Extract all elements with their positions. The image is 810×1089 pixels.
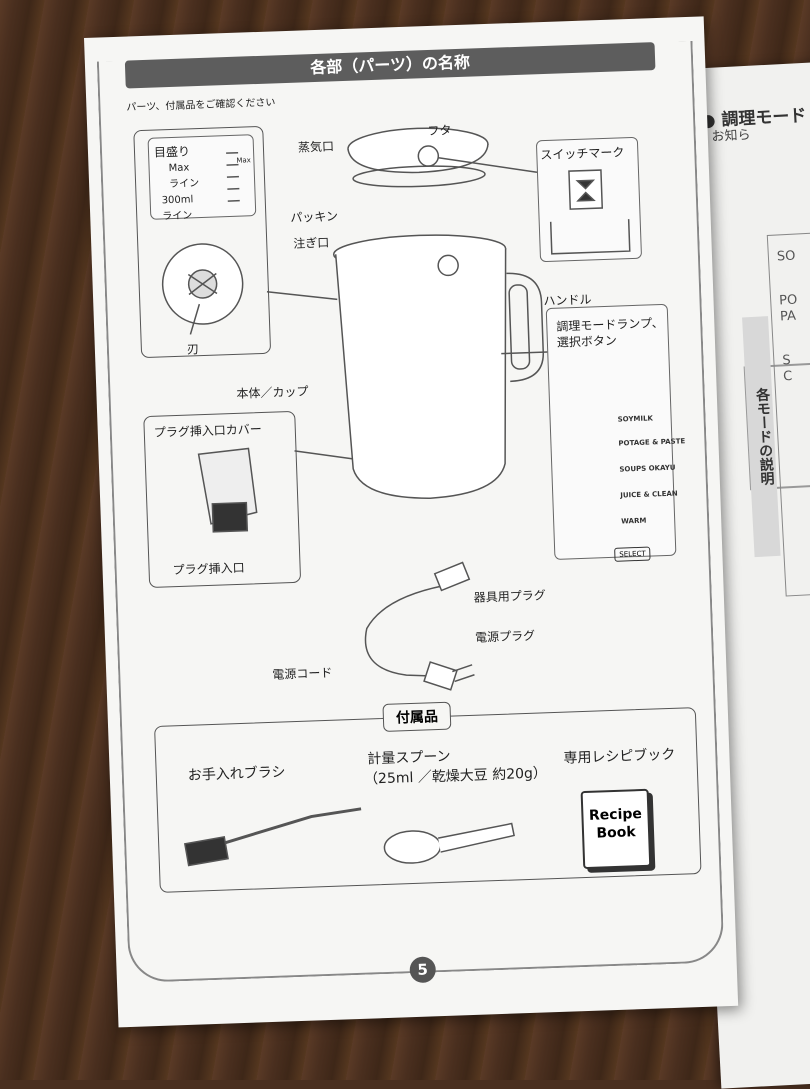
cup-body <box>336 248 515 501</box>
blade-label: 刃 <box>187 340 200 357</box>
accessories-title: 付属品 <box>382 702 451 732</box>
recipe-cover-line: Book <box>584 823 649 843</box>
mode-soymilk-label: SOYMILK <box>618 414 654 423</box>
power-plug-prong <box>452 665 472 672</box>
plug-box-leader <box>295 449 353 461</box>
right-page-notice: お知ら <box>711 124 751 145</box>
mode-panel-leader <box>501 352 547 354</box>
ml300-line-label: 300ml <box>162 194 194 206</box>
table-cell: PO <box>779 293 798 309</box>
handle-label: ハンドル <box>543 290 592 309</box>
max-tiny-label: Max <box>236 156 251 165</box>
max-line-label: ライン <box>169 174 200 190</box>
power-cord-label: 電源コード <box>272 664 333 683</box>
recipe-book-label: 専用レシピブック <box>563 744 676 768</box>
plug-inlet-socket <box>212 503 247 532</box>
recipe-book-illustration: Recipe Book <box>581 789 652 869</box>
spout-label: 注ぎ口 <box>293 234 330 252</box>
brush-label: お手入れブラシ <box>187 761 285 784</box>
handle-window <box>509 285 530 370</box>
table-cell: SO <box>777 249 796 265</box>
scale-label: 目盛り <box>154 142 191 160</box>
blade-box-leader <box>267 289 337 301</box>
power-plug-prong <box>454 675 474 682</box>
max-line-label: Max <box>168 162 189 174</box>
power-plug-shape <box>424 662 457 690</box>
appliance-plug-shape <box>435 563 470 591</box>
appliance-plug-label: 器具用プラグ <box>473 586 546 606</box>
table-cell: PA <box>780 309 797 325</box>
mode-lamp-label: 選択ボタン <box>557 332 618 351</box>
switch-mark-cup-outline <box>551 219 630 254</box>
switch-mark-label: スイッチマーク <box>540 143 625 163</box>
mode-warm-label: WARM <box>621 517 646 526</box>
ml300-line-label: ライン <box>162 206 193 222</box>
select-button: SELECT <box>614 547 651 562</box>
packing-label: パッキン <box>290 207 338 226</box>
power-plug-label: 電源プラグ <box>475 627 536 646</box>
recipe-cover-line: Recipe <box>583 805 648 825</box>
manual-page: 各部（パーツ）の名称 パーツ、付属品をご確認ください <box>84 16 738 1027</box>
plug-inlet-label: プラグ挿入口 <box>172 559 245 579</box>
table-cell: S <box>782 353 791 368</box>
table-cell: C <box>783 369 793 384</box>
lid-label: フタ <box>427 121 452 139</box>
steam-port-label: 蒸気口 <box>298 137 335 155</box>
body-cup-label: 本体／カップ <box>236 382 309 402</box>
